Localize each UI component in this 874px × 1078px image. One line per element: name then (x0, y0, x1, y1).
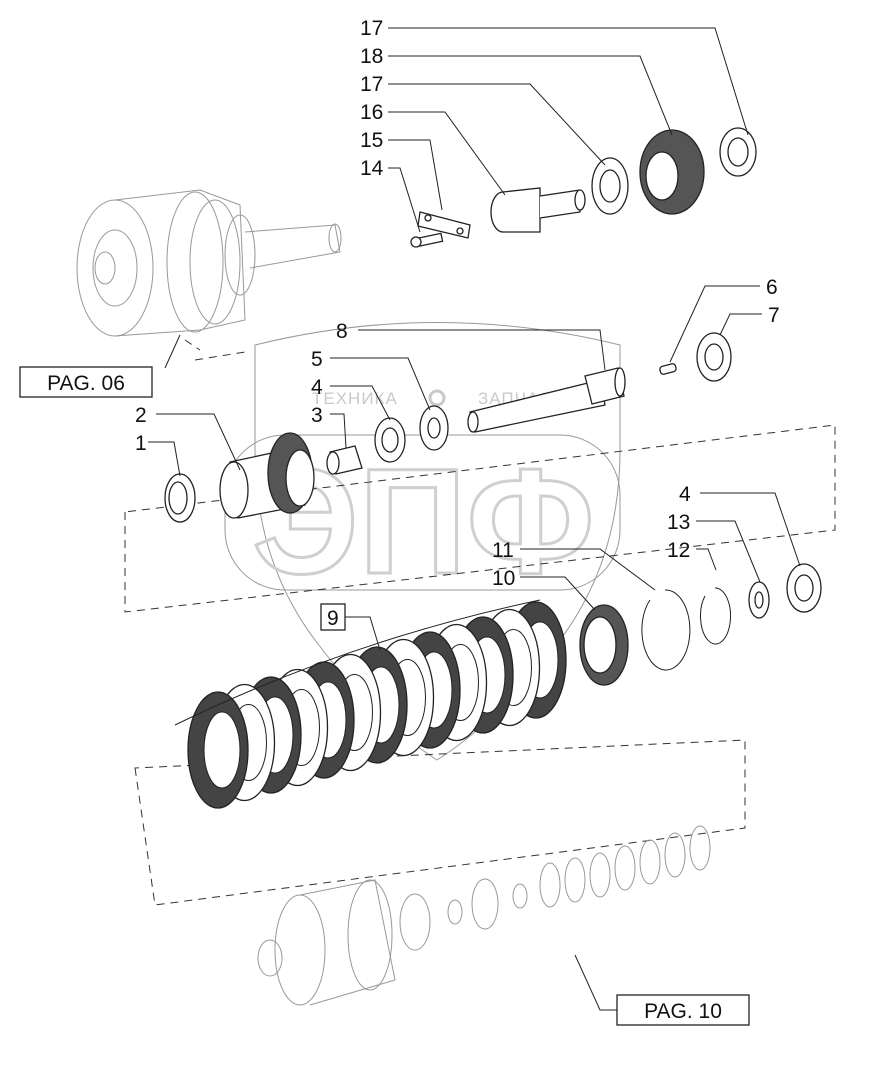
pin-6 (659, 363, 677, 375)
gear-18 (639, 129, 705, 215)
gear-10 (579, 604, 629, 686)
page-ref-10-label: PAG. 10 (644, 1000, 722, 1023)
callout-4a: 4 (311, 376, 323, 399)
bearing-17a (591, 157, 629, 215)
bearing-4b (786, 563, 822, 613)
watermark-text-left: ТЕХНИКА (312, 389, 398, 408)
callout-9: 9 (327, 607, 339, 630)
callout-5: 5 (311, 348, 323, 371)
page-ref-10[interactable]: PAG. 10 (616, 994, 750, 1026)
clutch-disc-pack-9 (187, 601, 567, 809)
leader-lines (148, 27, 801, 1011)
callout-16: 16 (360, 101, 383, 124)
washer-13 (748, 581, 770, 619)
dashed-box-lower (134, 739, 746, 906)
callout-10: 10 (492, 567, 515, 590)
washer-5 (419, 405, 449, 451)
callout-1: 1 (135, 432, 147, 455)
page-ref-06-label: PAG. 06 (47, 372, 125, 395)
callout-11: 11 (492, 539, 514, 562)
plate-15 (417, 211, 471, 239)
callout-2: 2 (135, 404, 147, 427)
ghost-assembly-top (76, 189, 342, 337)
callout-6: 6 (766, 276, 778, 299)
callout-15: 15 (360, 129, 383, 152)
bushing-3 (326, 445, 363, 475)
page-ref-06[interactable]: PAG. 06 (19, 366, 153, 398)
callout-8: 8 (336, 320, 348, 343)
circlip-12 (700, 587, 731, 645)
bearing-17b (719, 127, 757, 177)
ghost-assembly-bottom (257, 825, 711, 1006)
callout-labels: 17 18 17 16 15 14 6 7 8 5 4 3 2 1 4 13 1… (135, 17, 780, 631)
bearing-4a (374, 417, 406, 463)
callout-17a: 17 (360, 17, 383, 40)
snap-ring-1 (164, 473, 196, 523)
gear-icon (428, 389, 446, 407)
callout-17b: 17 (360, 73, 383, 96)
callout-18: 18 (360, 45, 383, 68)
bearing-7 (696, 332, 732, 382)
callout-14: 14 (360, 157, 384, 180)
callout-7: 7 (768, 304, 780, 327)
clutch-disc-bore (203, 711, 241, 789)
dashed-box-upper (124, 424, 836, 613)
callout-13: 13 (667, 511, 690, 534)
callout-9-box (320, 603, 346, 631)
callout-12: 12 (667, 539, 690, 562)
bolt-14 (410, 232, 444, 248)
pin-16 (490, 187, 586, 233)
shaft-8 (467, 367, 626, 433)
callout-4b: 4 (679, 483, 691, 506)
callout-3: 3 (311, 404, 323, 427)
circlip-11 (641, 589, 691, 671)
gear-shaft-2 (219, 432, 315, 519)
